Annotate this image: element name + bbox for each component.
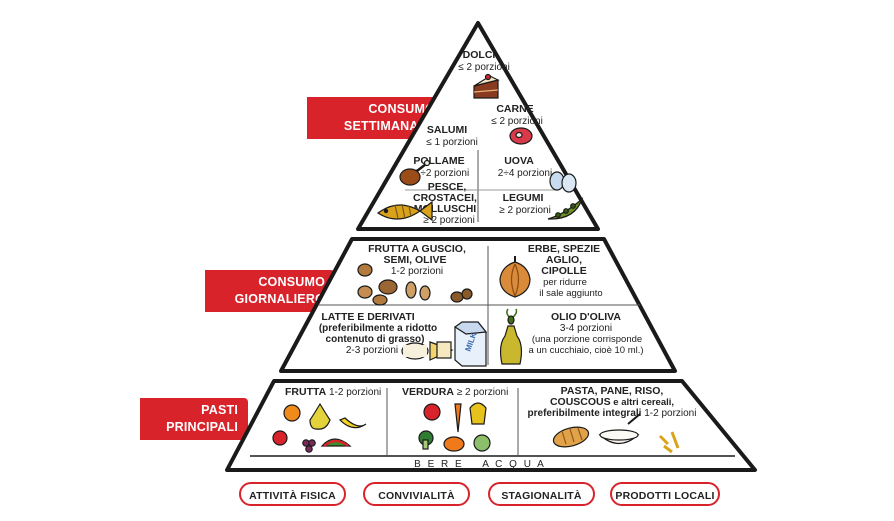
frutta-text: FRUTTA 1-2 porzioni — [285, 386, 381, 398]
footer-attivita-fisica: ATTIVITÀ FISICA — [239, 482, 346, 506]
pea-pod-icon — [547, 197, 584, 220]
olio-note-2: a un cucchiaio, cioè 10 ml.) — [528, 345, 643, 356]
salumi-portion: ≤ 1 porzioni — [426, 137, 478, 148]
dolci-label: DOLCI — [463, 49, 496, 61]
pollame-label: POLLAME — [413, 155, 464, 167]
vegetables-icon — [418, 402, 491, 452]
uova-portion: 2÷4 porzioni — [498, 168, 552, 179]
carne-portion: ≤ 2 porzioni — [491, 116, 543, 127]
legumi-label: LEGUMI — [503, 192, 544, 204]
olio-note-1: (una porzione corrisponde — [532, 334, 642, 345]
olive-oil-icon — [499, 308, 523, 365]
section-label-daily: CONSUMO GIORNALIERO — [205, 270, 335, 312]
erbe-note-2: il sale aggiunto — [539, 288, 602, 299]
pesce-label-1: PESCE, — [428, 181, 467, 193]
frutta-guscio-portion: 1-2 porzioni — [391, 266, 443, 277]
salumi-label: SALUMI — [427, 124, 467, 136]
chicken-leg-icon — [399, 159, 431, 186]
food-illustrations: MILK — [272, 73, 680, 454]
olio-label: OLIO D'OLIVA — [551, 311, 621, 323]
footer-prodotti-locali: PRODOTTI LOCALI — [610, 482, 720, 506]
dolci-portion: ≤ 2 porzioni — [458, 62, 510, 73]
frutta-guscio-label-2: SEMI, OLIVE — [383, 254, 446, 266]
onion-icon — [499, 256, 531, 298]
legumi-portion: ≥ 2 porzioni — [499, 205, 551, 216]
fish-icon — [376, 200, 433, 222]
pesce-label-2: CROSTACEI, — [413, 192, 477, 204]
footer-convivialita: CONVIVIALITÀ — [363, 482, 470, 506]
nuts-icon — [357, 263, 473, 306]
dairy-icon — [401, 341, 454, 361]
pollame-portion: 1÷2 porzioni — [415, 168, 469, 179]
tier-dividers — [250, 150, 735, 457]
cake-icon — [473, 73, 500, 99]
latte-label-3: contenuto di grasso) — [326, 334, 425, 345]
milk-carton-icon: MILK — [453, 321, 488, 367]
fruits-icon — [272, 402, 367, 453]
footer-stagionalita: STAGIONALITÀ — [488, 482, 595, 506]
olio-portion: 3-4 porzioni — [560, 323, 612, 334]
erbe-label-2: AGLIO, — [546, 254, 582, 266]
pesce-portion: ≥ 2 porzioni — [423, 215, 475, 226]
erbe-note-1: per ridurre — [543, 277, 587, 288]
frutta-guscio-label-1: FRUTTA A GUSCIO, — [368, 243, 466, 255]
meat-icon — [509, 127, 533, 145]
latte-label-2: (preferibilmente a ridotto — [319, 323, 437, 334]
eggs-icon — [549, 171, 577, 193]
cereali-label-3: preferibilmente integrali 1-2 porzioni — [528, 408, 697, 419]
verdura-text: VERDURA ≥ 2 porzioni — [402, 386, 508, 398]
section-label-meals: PASTI PRINCIPALI — [140, 398, 248, 440]
uova-label: UOVA — [504, 155, 534, 167]
erbe-label-3: CIPOLLE — [541, 265, 587, 277]
cereali-label-1: PASTA, PANE, RISO, — [561, 385, 664, 397]
latte-portion: 2-3 porzioni — [346, 345, 398, 356]
tier-meals — [225, 379, 757, 472]
grains-icon — [552, 413, 680, 454]
water-label: B E R E A C Q U A — [414, 459, 546, 470]
latte-label-1: LATTE E DERIVATI — [321, 311, 414, 323]
carne-label: CARNE — [496, 103, 533, 115]
cereali-label-2: COUSCOUS e altri cereali, — [550, 396, 674, 408]
erbe-label-1: ERBE, SPEZIE — [528, 243, 600, 255]
